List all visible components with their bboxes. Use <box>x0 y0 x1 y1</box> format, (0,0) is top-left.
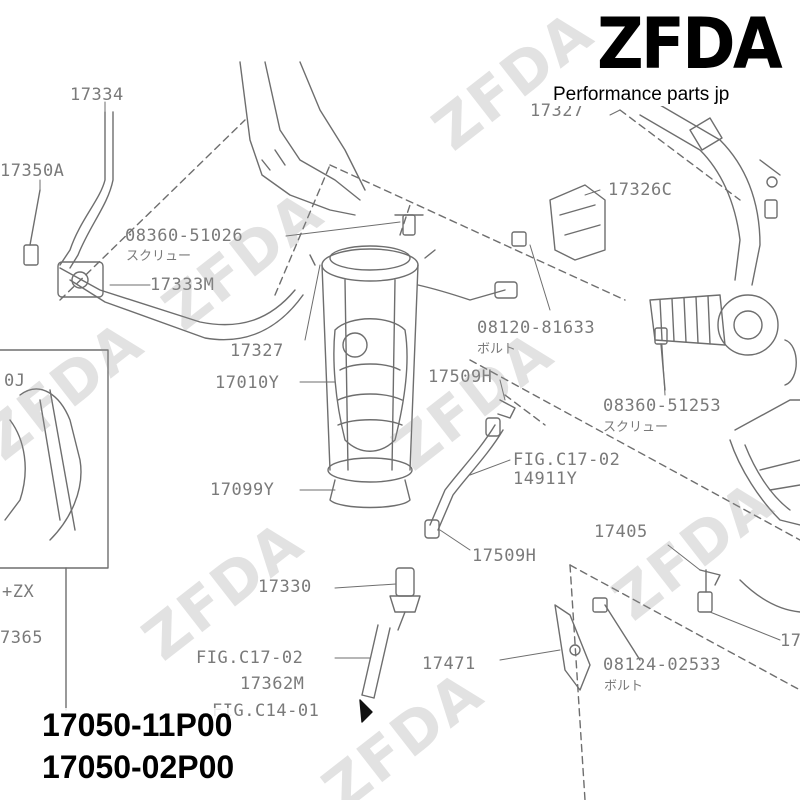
label-17471: 17471 <box>422 654 476 674</box>
part-number-2: 17050-02P00 <box>40 749 237 785</box>
bolt-08124-02533 <box>592 597 641 661</box>
bracket-17326c <box>511 184 606 261</box>
filter-17330 <box>389 567 421 631</box>
label-0j: 0J <box>4 371 26 391</box>
label-08120-81633: 08120-81633 <box>477 318 596 338</box>
label-17509h-bottom: 17509H <box>472 546 537 566</box>
brand-logo: ZFDA <box>597 3 783 85</box>
label-17334: 17334 <box>70 85 124 105</box>
label-08124-02533: 08124-02533 <box>603 655 722 675</box>
label-zx: +ZX <box>2 582 35 602</box>
label-08124-02533-jp: ボルト <box>604 679 644 694</box>
label-17099y: 17099Y <box>210 480 275 500</box>
filler-panel <box>239 61 366 216</box>
leader-lines <box>39 101 781 661</box>
part-number-1: 17050-11P00 <box>40 707 235 743</box>
label-17362m: 17362M <box>240 674 305 694</box>
label-17010y: 17010Y <box>215 373 280 393</box>
label-08360-51026: 08360-51026 <box>125 226 244 246</box>
label-08360-51026-jp: スクリュー <box>126 249 192 264</box>
label-17333m: 17333M <box>150 275 215 295</box>
clamp-17509h <box>497 399 516 419</box>
label-17327-top: 17327 <box>530 101 584 121</box>
filler-boot <box>649 294 797 386</box>
inset-frame <box>0 349 109 711</box>
label-fig-c14-01: FIG.C14-01 <box>212 701 320 721</box>
label-17-edge: 17 <box>780 631 800 651</box>
tube-14911y <box>424 417 504 539</box>
label-17327-left: 17327 <box>230 341 284 361</box>
fuel-tank-corner <box>729 399 800 613</box>
brand-tagline: Performance parts jp <box>551 84 732 106</box>
label-17509h-top: 17509H <box>428 367 493 387</box>
bolt-17405 <box>697 569 721 613</box>
evap-hose <box>57 111 304 341</box>
bolt-17350a <box>23 189 41 266</box>
label-fig-c17-02-right: FIG.C17-02 <box>513 450 621 470</box>
label-08120-81633-jp: ボルト <box>477 342 517 357</box>
label-17350a: 17350A <box>0 161 65 181</box>
label-7365: 7365 <box>0 628 43 648</box>
arrow-icon <box>359 699 373 723</box>
screw-08360-51026 <box>394 214 424 236</box>
filler-tube <box>639 104 781 286</box>
label-17330: 17330 <box>258 577 312 597</box>
label-08360-51253-jp: スクリュー <box>603 420 669 435</box>
hose-17362m <box>361 624 391 699</box>
strainer-17099y <box>329 479 411 509</box>
assembly-dashed-outline <box>59 109 800 800</box>
label-14911y: 14911Y <box>513 469 578 489</box>
bracket-17471 <box>554 604 591 691</box>
fuel-pump-module <box>309 245 518 483</box>
label-17405: 17405 <box>594 522 648 542</box>
label-fig-c17-02-bottom: FIG.C17-02 <box>196 648 304 668</box>
label-17326c: 17326C <box>608 180 673 200</box>
label-08360-51253: 08360-51253 <box>603 396 722 416</box>
screw-08360-51253 <box>654 327 668 391</box>
